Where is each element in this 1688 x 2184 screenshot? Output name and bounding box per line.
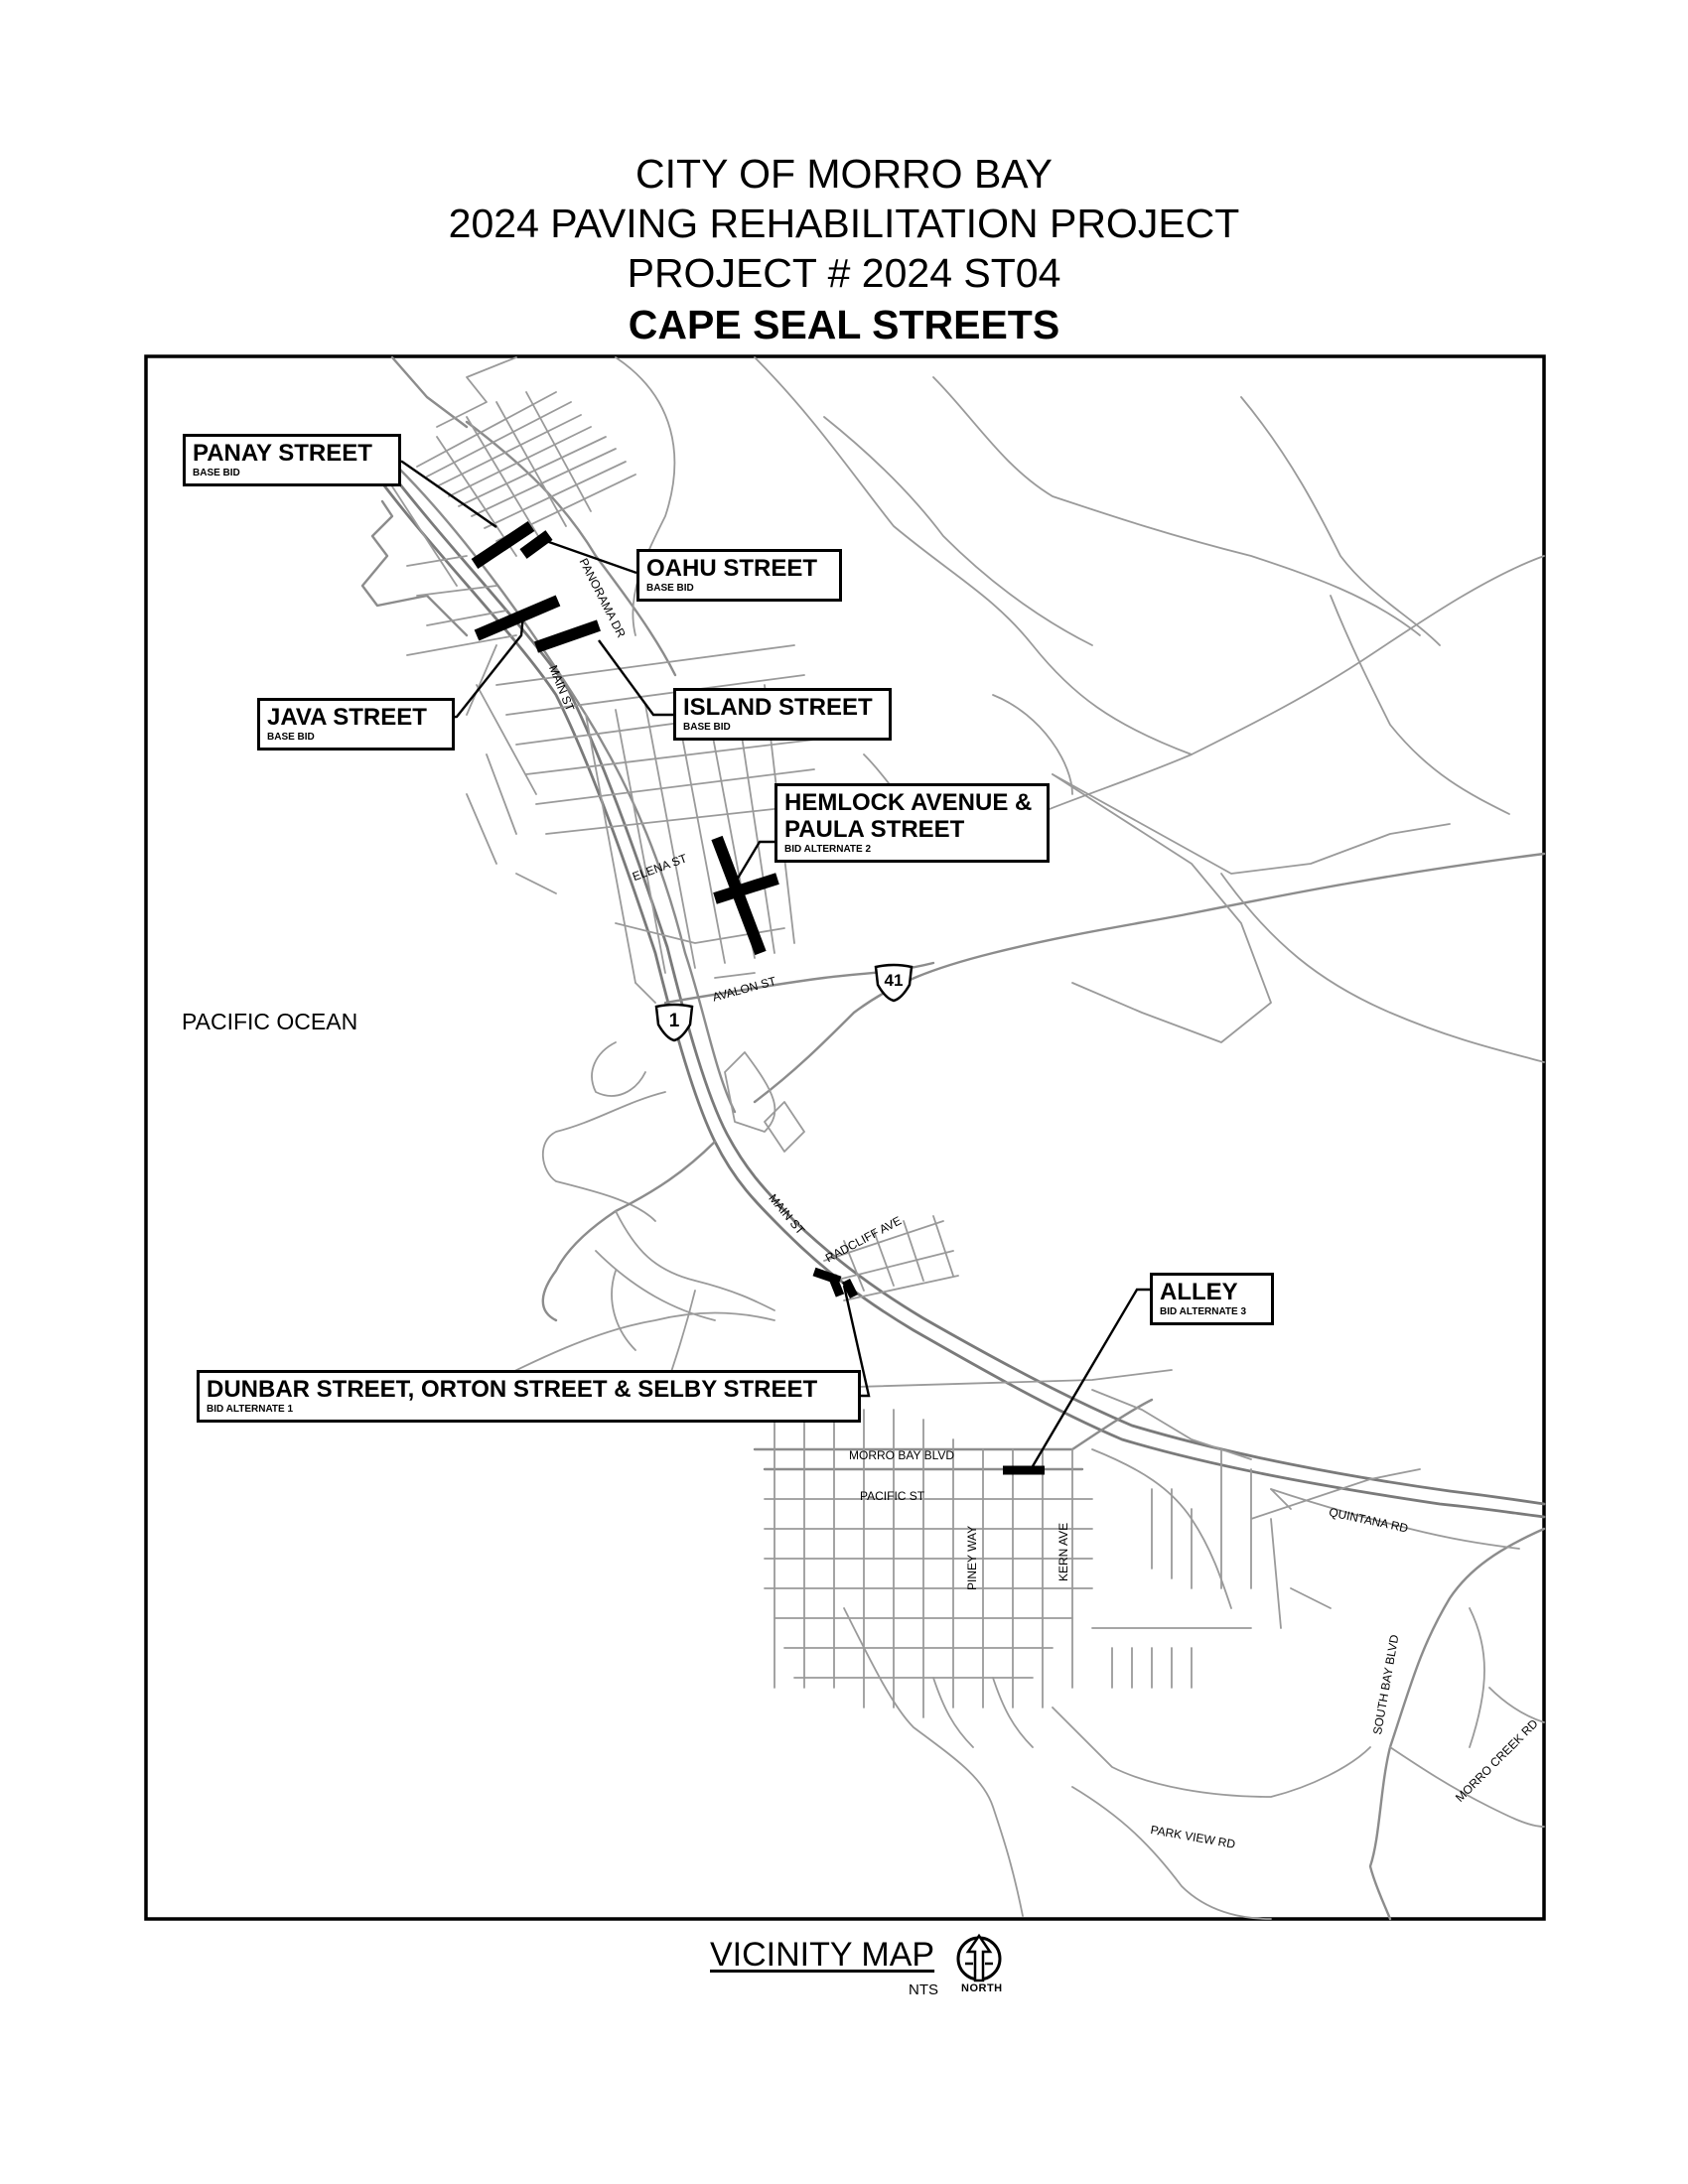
callout-bid: BASE BID	[646, 583, 694, 594]
callout-name: ISLAND STREET	[683, 694, 873, 721]
leader-dunbar	[842, 1285, 871, 1398]
project-selby-street	[841, 1278, 859, 1299]
callout-panay-street: PANAY STREET BASE BID	[183, 434, 401, 486]
title-cape-seal: CAPE SEAL STREETS	[628, 302, 1060, 347]
road-network	[360, 355, 1546, 1921]
project-panay-street	[471, 521, 535, 569]
area-label-pacific-ocean: PACIFIC OCEAN	[182, 1009, 358, 1034]
callout-name: PANAY STREET	[193, 440, 372, 467]
callout-island-street: ISLAND STREET BASE BID	[673, 688, 892, 741]
street-label-morro-bay-blvd: MORRO BAY BLVD	[849, 1448, 955, 1462]
callout-alley: ALLEY BID ALTERNATE 3	[1150, 1273, 1274, 1325]
callout-bid: BID ALTERNATE 2	[784, 844, 872, 855]
highway-shield-icon-route-1: 1	[652, 1003, 696, 1042]
callout-bid: BASE BID	[267, 732, 315, 743]
title-city: CITY OF MORRO BAY	[635, 151, 1053, 197]
highway-shield-icon	[654, 1003, 694, 1042]
callout-bid: BASE BID	[193, 468, 240, 478]
callout-name-line1: HEMLOCK AVENUE &	[784, 789, 1033, 816]
callout-name: ALLEY	[1160, 1279, 1238, 1305]
project-paula-street	[713, 873, 779, 904]
leader-lines	[381, 457, 1150, 1467]
callout-name: OAHU STREET	[646, 555, 818, 582]
highway-number: 41	[884, 971, 904, 990]
street-label-piney-way: PINEY WAY	[965, 1525, 979, 1590]
callout-name: DUNBAR STREET, ORTON STREET & SELBY STRE…	[207, 1376, 818, 1403]
street-label-pacific-st: PACIFIC ST	[860, 1489, 925, 1503]
callout-bid: BASE BID	[683, 722, 731, 733]
street-label-kern-ave: KERN AVE	[1056, 1522, 1070, 1581]
leader-alley	[1031, 1288, 1150, 1467]
north-arrow-icon	[956, 1933, 1002, 1982]
vicinity-map-title: VICINITY MAP	[710, 1936, 935, 1974]
leader-oahu	[543, 536, 637, 575]
callout-oahu-street: OAHU STREET BASE BID	[636, 549, 842, 602]
callout-bid: BID ALTERNATE 1	[207, 1404, 294, 1415]
project-orton-street	[827, 1274, 845, 1297]
leader-island	[598, 639, 673, 717]
highway-shield-icon	[874, 963, 914, 1003]
callout-java-street: JAVA STREET BASE BID	[257, 698, 455, 751]
project-island-street	[534, 619, 601, 653]
callout-hemlock-avenue-paula-street: HEMLOCK AVENUE & PAULA STREET BID ALTERN…	[774, 783, 1050, 863]
scale-nts: NTS	[909, 1981, 938, 1998]
title-project-number: PROJECT # 2024 ST04	[627, 250, 1061, 296]
callout-name: JAVA STREET	[267, 704, 427, 731]
callout-bid: BID ALTERNATE 3	[1160, 1306, 1247, 1317]
project-streets	[471, 521, 1045, 1475]
title-block: CITY OF MORRO BAY 2024 PAVING REHABILITA…	[0, 149, 1688, 351]
leader-hemlock	[731, 840, 774, 887]
callout-name-line2: PAULA STREET	[784, 816, 965, 843]
highway-shield-icon-route-41: 41	[872, 963, 915, 1003]
project-oahu-street	[519, 530, 553, 559]
project-java-street	[474, 595, 561, 641]
title-project: 2024 PAVING REHABILITATION PROJECT	[448, 201, 1240, 246]
highway-number: 1	[668, 1011, 680, 1031]
north-label: NORTH	[961, 1982, 1003, 1994]
map-frame	[144, 354, 1546, 1921]
callout-dunbar-orton-selby-street: DUNBAR STREET, ORTON STREET & SELBY STRE…	[197, 1370, 861, 1423]
